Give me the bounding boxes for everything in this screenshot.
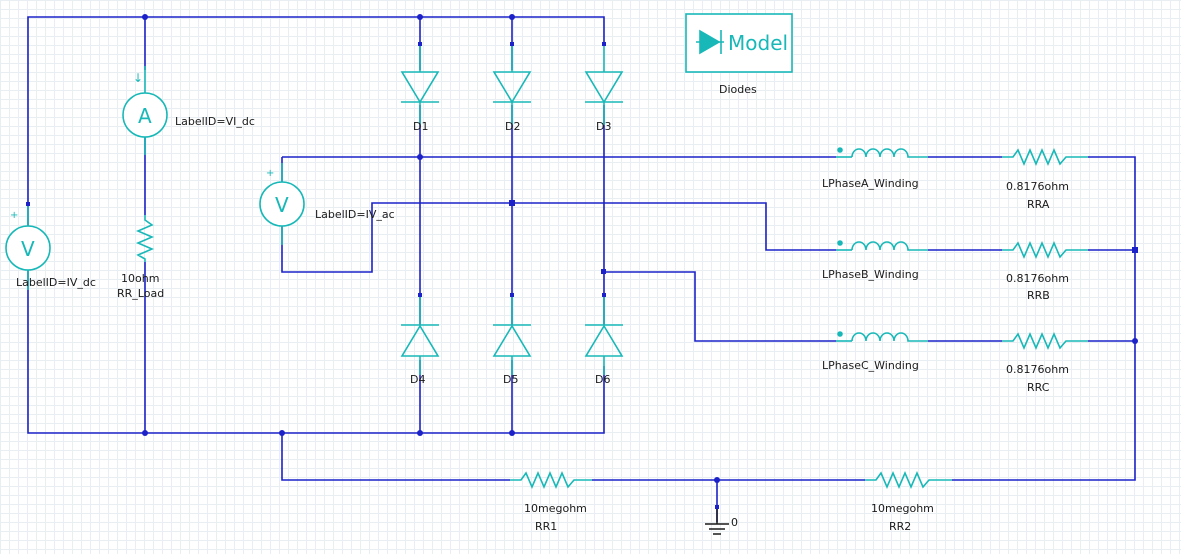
diode-d1[interactable] — [400, 42, 440, 125]
resistor-rr2[interactable] — [865, 470, 952, 490]
resistor-rr2-value: 10megohm — [871, 502, 934, 515]
model-label: Model — [728, 31, 788, 55]
voltmeter-iv-dc-symbol: V — [21, 237, 35, 261]
load-resistor[interactable] — [135, 215, 155, 262]
resistor-rra-value: 0.8176ohm — [1006, 180, 1069, 193]
diode-d6-label: D6 — [595, 373, 610, 386]
ammeter-vi-dc[interactable]: ↓ A — [122, 66, 168, 155]
diode-d6[interactable] — [584, 293, 624, 375]
diode-d4[interactable] — [400, 293, 440, 375]
svg-text:↓: ↓ — [133, 71, 143, 85]
resistor-rr2-name: RR2 — [889, 520, 911, 533]
diode-d1-label: D1 — [413, 120, 428, 133]
svg-text:+: + — [266, 168, 274, 179]
resistor-rrb-name: RRB — [1027, 289, 1050, 302]
winding-phase-b[interactable] — [836, 240, 928, 251]
voltmeter-iv-ac[interactable]: + V — [259, 163, 305, 245]
junctions — [142, 14, 1138, 483]
resistor-rr1[interactable] — [510, 470, 592, 490]
winding-phase-c-label: LPhaseC_Winding — [822, 359, 919, 372]
resistor-rrb-value: 0.8176ohm — [1006, 272, 1069, 285]
resistor-rra-name: RRA — [1027, 198, 1050, 211]
wires — [27, 16, 1136, 522]
resistor-rrc-value: 0.8176ohm — [1006, 363, 1069, 376]
svg-text:+: + — [10, 210, 18, 221]
ammeter-vi-dc-label: LabelID=VI_dc — [175, 115, 255, 128]
diode-d3[interactable] — [584, 42, 624, 125]
resistor-rrc[interactable] — [1002, 331, 1088, 351]
resistor-rrb[interactable] — [1002, 240, 1088, 260]
winding-phase-a-label: LPhaseA_Winding — [822, 177, 919, 190]
ground-symbol[interactable] — [705, 505, 729, 535]
voltmeter-iv-dc-label: LabelID=IV_dc — [16, 276, 96, 289]
diode-model-box[interactable]: Model — [685, 13, 793, 73]
winding-phase-c[interactable] — [836, 331, 928, 342]
diode-d2-label: D2 — [505, 120, 520, 133]
resistor-rra[interactable] — [1002, 147, 1088, 167]
winding-phase-b-label: LPhaseB_Winding — [822, 268, 919, 281]
resistor-rrc-name: RRC — [1027, 381, 1050, 394]
ground-label: 0 — [731, 516, 738, 529]
diode-d3-label: D3 — [596, 120, 611, 133]
diode-model-icon — [699, 29, 721, 55]
resistor-rr1-name: RR1 — [535, 520, 557, 533]
diode-d5-label: D5 — [503, 373, 518, 386]
voltmeter-iv-dc[interactable]: + V — [5, 202, 51, 290]
diode-d5[interactable] — [492, 293, 532, 375]
resistor-rr1-value: 10megohm — [524, 502, 587, 515]
load-resistor-name: RR_Load — [117, 287, 164, 300]
winding-phase-a[interactable] — [836, 147, 928, 158]
load-resistor-value: 10ohm — [121, 272, 159, 285]
diode-d4-label: D4 — [410, 373, 425, 386]
voltmeter-iv-ac-label: LabelID=IV_ac — [315, 208, 395, 221]
voltmeter-iv-ac-symbol: V — [275, 193, 289, 217]
diode-d2[interactable] — [492, 42, 532, 125]
model-caption: Diodes — [719, 83, 757, 96]
ammeter-vi-dc-symbol: A — [138, 104, 152, 128]
